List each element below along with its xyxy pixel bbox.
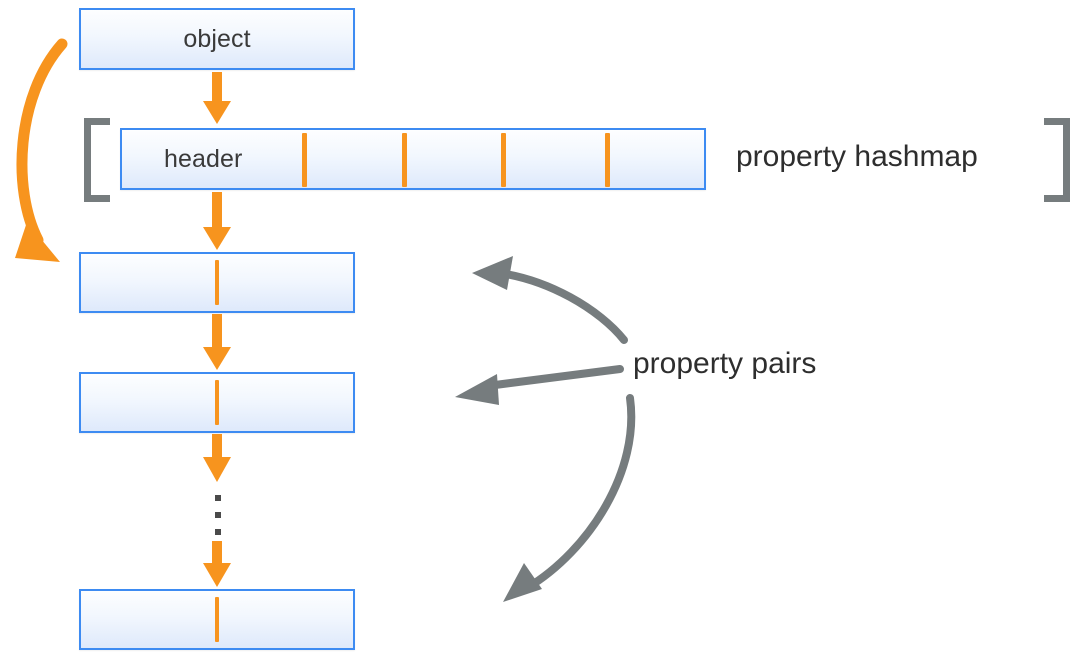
- ellipsis-dot: [215, 529, 221, 535]
- orange-curved-arrow: [15, 38, 68, 262]
- property-hashmap-label: property hashmap: [736, 140, 978, 173]
- right-square-bracket: [1044, 118, 1070, 202]
- hashmap-slot-tick-4: [605, 133, 610, 187]
- property-pair-divider: [215, 597, 219, 642]
- object-box-label: object: [183, 24, 251, 53]
- ellipsis-dot: [215, 495, 221, 501]
- property-pair-box-1[interactable]: [79, 252, 355, 313]
- orange-arrow-object-to-hashmap: [203, 72, 231, 124]
- property-pair-box-2[interactable]: [79, 372, 355, 433]
- orange-arrow-hashmap-to-pair1: [203, 192, 231, 250]
- orange-arrow-pair1-to-pair2: [203, 314, 231, 370]
- header-label: header: [164, 144, 243, 173]
- property-hashmap-box[interactable]: header: [120, 128, 706, 190]
- ellipsis-dot: [215, 512, 221, 518]
- property-pair-divider: [215, 260, 219, 305]
- hashmap-slot-tick-3: [501, 133, 506, 187]
- object-box[interactable]: object: [79, 8, 355, 70]
- gray-arrow-to-pair2: [455, 365, 624, 405]
- gray-arrow-to-pair3: [503, 394, 636, 602]
- property-pair-divider: [215, 380, 219, 425]
- gray-arrow-to-pair1: [472, 256, 628, 344]
- left-square-bracket: [84, 118, 110, 202]
- hashmap-slot-tick-2: [402, 133, 407, 187]
- property-pairs-label: property pairs: [633, 347, 817, 380]
- orange-arrow-ellipsis-to-pair3: [203, 541, 231, 587]
- hashmap-slot-tick-1: [302, 133, 307, 187]
- orange-arrow-pair2-to-ellipsis: [203, 434, 231, 482]
- property-pair-box-3[interactable]: [79, 589, 355, 650]
